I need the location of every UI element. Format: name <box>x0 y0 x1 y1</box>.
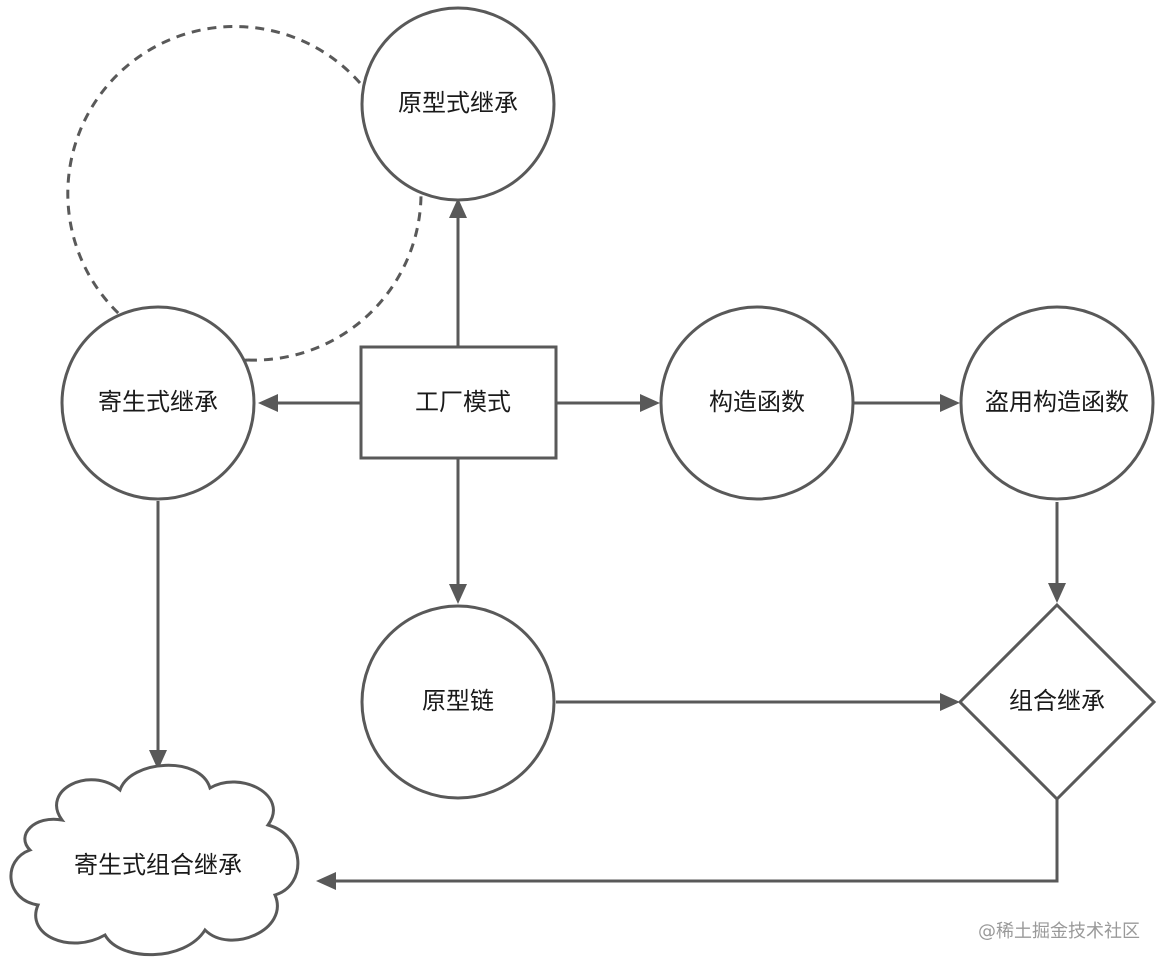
node-prototypal-inheritance <box>360 6 556 202</box>
node-parasitic-inheritance <box>60 305 256 501</box>
arrow-head <box>449 198 467 218</box>
label-constructor: 构造函数 <box>709 388 805 416</box>
arrow-head <box>640 394 660 412</box>
watermark-text: @稀土掘金技术社区 <box>978 921 1140 942</box>
label-parasitic-combination-inheritance: 寄生式组合继承 <box>74 851 242 879</box>
node-parasitic-combination-inheritance <box>9 763 300 957</box>
label-prototype-chain: 原型链 <box>422 687 494 715</box>
label-parasitic-inheritance: 寄生式继承 <box>98 388 218 416</box>
arrow-head <box>258 394 278 412</box>
node-factory-pattern <box>359 345 558 460</box>
arrow-head <box>1048 583 1066 603</box>
arrow-head <box>149 750 167 770</box>
label-constructor-stealing: 盗用构造函数 <box>985 388 1129 416</box>
arrow-head <box>940 693 960 711</box>
label-prototypal-inheritance: 原型式继承 <box>398 89 518 117</box>
arrow-head <box>449 584 467 604</box>
node-combination-inheritance <box>957 602 1157 802</box>
arrow-head <box>940 394 960 412</box>
edge-combination-to-parasitic-combination <box>334 799 1059 883</box>
node-constructor <box>659 305 855 501</box>
label-combination-inheritance: 组合继承 <box>1009 687 1105 715</box>
arrow-head <box>316 872 336 890</box>
node-prototype-chain <box>360 604 556 800</box>
node-constructor-stealing <box>959 305 1155 501</box>
dashed-relation-arc <box>66 25 362 363</box>
label-factory-pattern: 工厂模式 <box>415 388 511 416</box>
dashed-relation-arc-tail <box>247 195 423 362</box>
